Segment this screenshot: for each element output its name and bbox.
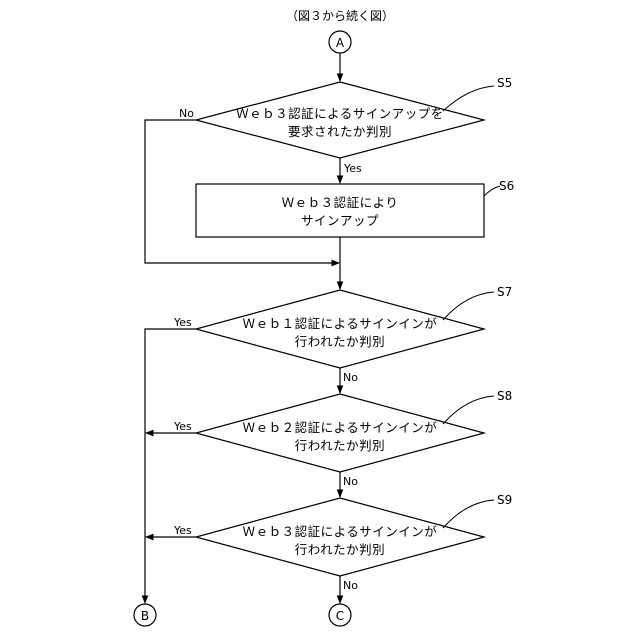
figure-header: （図３から続く図）: [286, 9, 394, 23]
branch-label-s5-no: No: [179, 107, 194, 120]
decision-s5-line2: 要求されたか判別: [288, 124, 392, 139]
step-label-s5: S5: [497, 76, 512, 90]
decision-s9-line2: 行われたか判別: [295, 542, 385, 557]
leader-s5: [443, 86, 494, 111]
branch-label-s9-yes: Yes: [173, 524, 192, 537]
process-s6-line1: Ｗｅｂ３認証により: [282, 195, 399, 210]
step-label-s8: S8: [497, 389, 512, 403]
decision-s8-line2: 行われたか判別: [295, 438, 385, 453]
connector-a-label: A: [336, 36, 345, 50]
branch-label-s5-yes: Yes: [343, 162, 362, 175]
branch-label-s8-no: No: [343, 475, 358, 488]
connector-b: B: [134, 604, 156, 626]
decision-s5: Ｗｅｂ３認証によるサインアップを 要求されたか判別: [196, 82, 484, 158]
decision-s7: Ｗｅｂ１認証によるサインインが 行われたか判別: [196, 290, 484, 368]
branch-label-s7-no: No: [343, 371, 358, 384]
branch-label-s8-yes: Yes: [173, 420, 192, 433]
decision-s7-line2: 行われたか判別: [295, 334, 385, 349]
decision-s7-line1: Ｗｅｂ１認証によるサインインが: [243, 316, 438, 331]
leader-s6: [484, 186, 500, 196]
branch-label-s7-yes: Yes: [173, 316, 192, 329]
process-s6: Ｗｅｂ３認証により サインアップ: [196, 184, 484, 237]
connector-c: C: [329, 604, 351, 626]
connector-c-label: C: [336, 609, 344, 623]
leader-s9: [443, 500, 494, 528]
step-label-s6: S6: [499, 179, 514, 193]
connector-b-label: B: [141, 609, 149, 623]
connector-a: A: [329, 31, 351, 53]
branch-label-s9-no: No: [343, 579, 358, 592]
step-label-s7: S7: [497, 285, 512, 299]
leader-s7: [443, 292, 494, 320]
decision-s9-line1: Ｗｅｂ３認証によるサインインが: [243, 524, 438, 539]
leader-s8: [443, 396, 494, 424]
process-s6-line2: サインアップ: [301, 213, 379, 228]
step-label-s9: S9: [497, 493, 512, 507]
flow-s7-yes: [145, 329, 196, 603]
decision-s8: Ｗｅｂ２認証によるサインインが 行われたか判別: [196, 394, 484, 472]
decision-s5-line1: Ｗｅｂ３認証によるサインアップを: [236, 106, 444, 121]
decision-s8-line1: Ｗｅｂ２認証によるサインインが: [243, 420, 438, 435]
decision-s9: Ｗｅｂ３認証によるサインインが 行われたか判別: [196, 498, 484, 576]
